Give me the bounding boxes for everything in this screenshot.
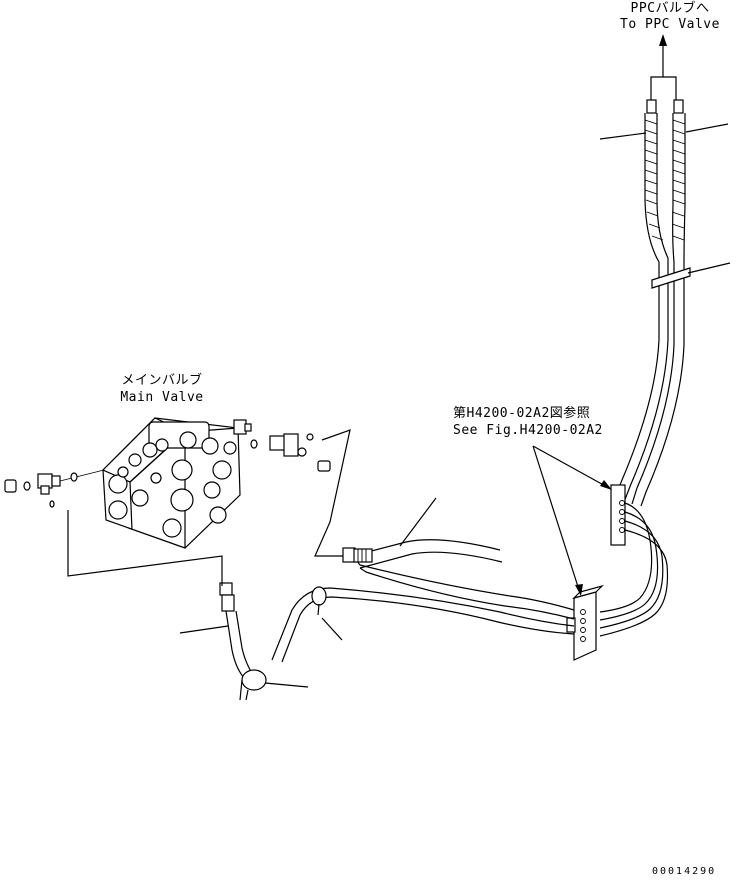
hose-left xyxy=(179,582,309,701)
valve-fittings xyxy=(4,433,331,508)
connection-bracket-lines xyxy=(67,429,351,586)
ppc-valve-label-en: To PPC Valve xyxy=(620,17,720,32)
tube-bundle-lower xyxy=(271,497,575,663)
ppc-valve-label-jp: PPCバルブへ xyxy=(630,1,710,16)
reference-leaders xyxy=(532,445,612,596)
main-valve-label-jp: メインバルブ xyxy=(121,373,203,388)
drawing-number: 00014290 xyxy=(652,866,717,877)
ppc-hoses xyxy=(599,99,731,289)
tube-bundle-right xyxy=(599,288,685,637)
tube-clamp-block-middle xyxy=(566,584,605,661)
main-valve-label-en: Main Valve xyxy=(120,390,204,405)
main-valve xyxy=(101,417,252,549)
reference-label-jp: 第H4200-02A2図参照 xyxy=(453,406,591,421)
ppc-direction-arrow xyxy=(650,34,677,100)
reference-label-en: See Fig.H4200-02A2 xyxy=(453,423,603,438)
